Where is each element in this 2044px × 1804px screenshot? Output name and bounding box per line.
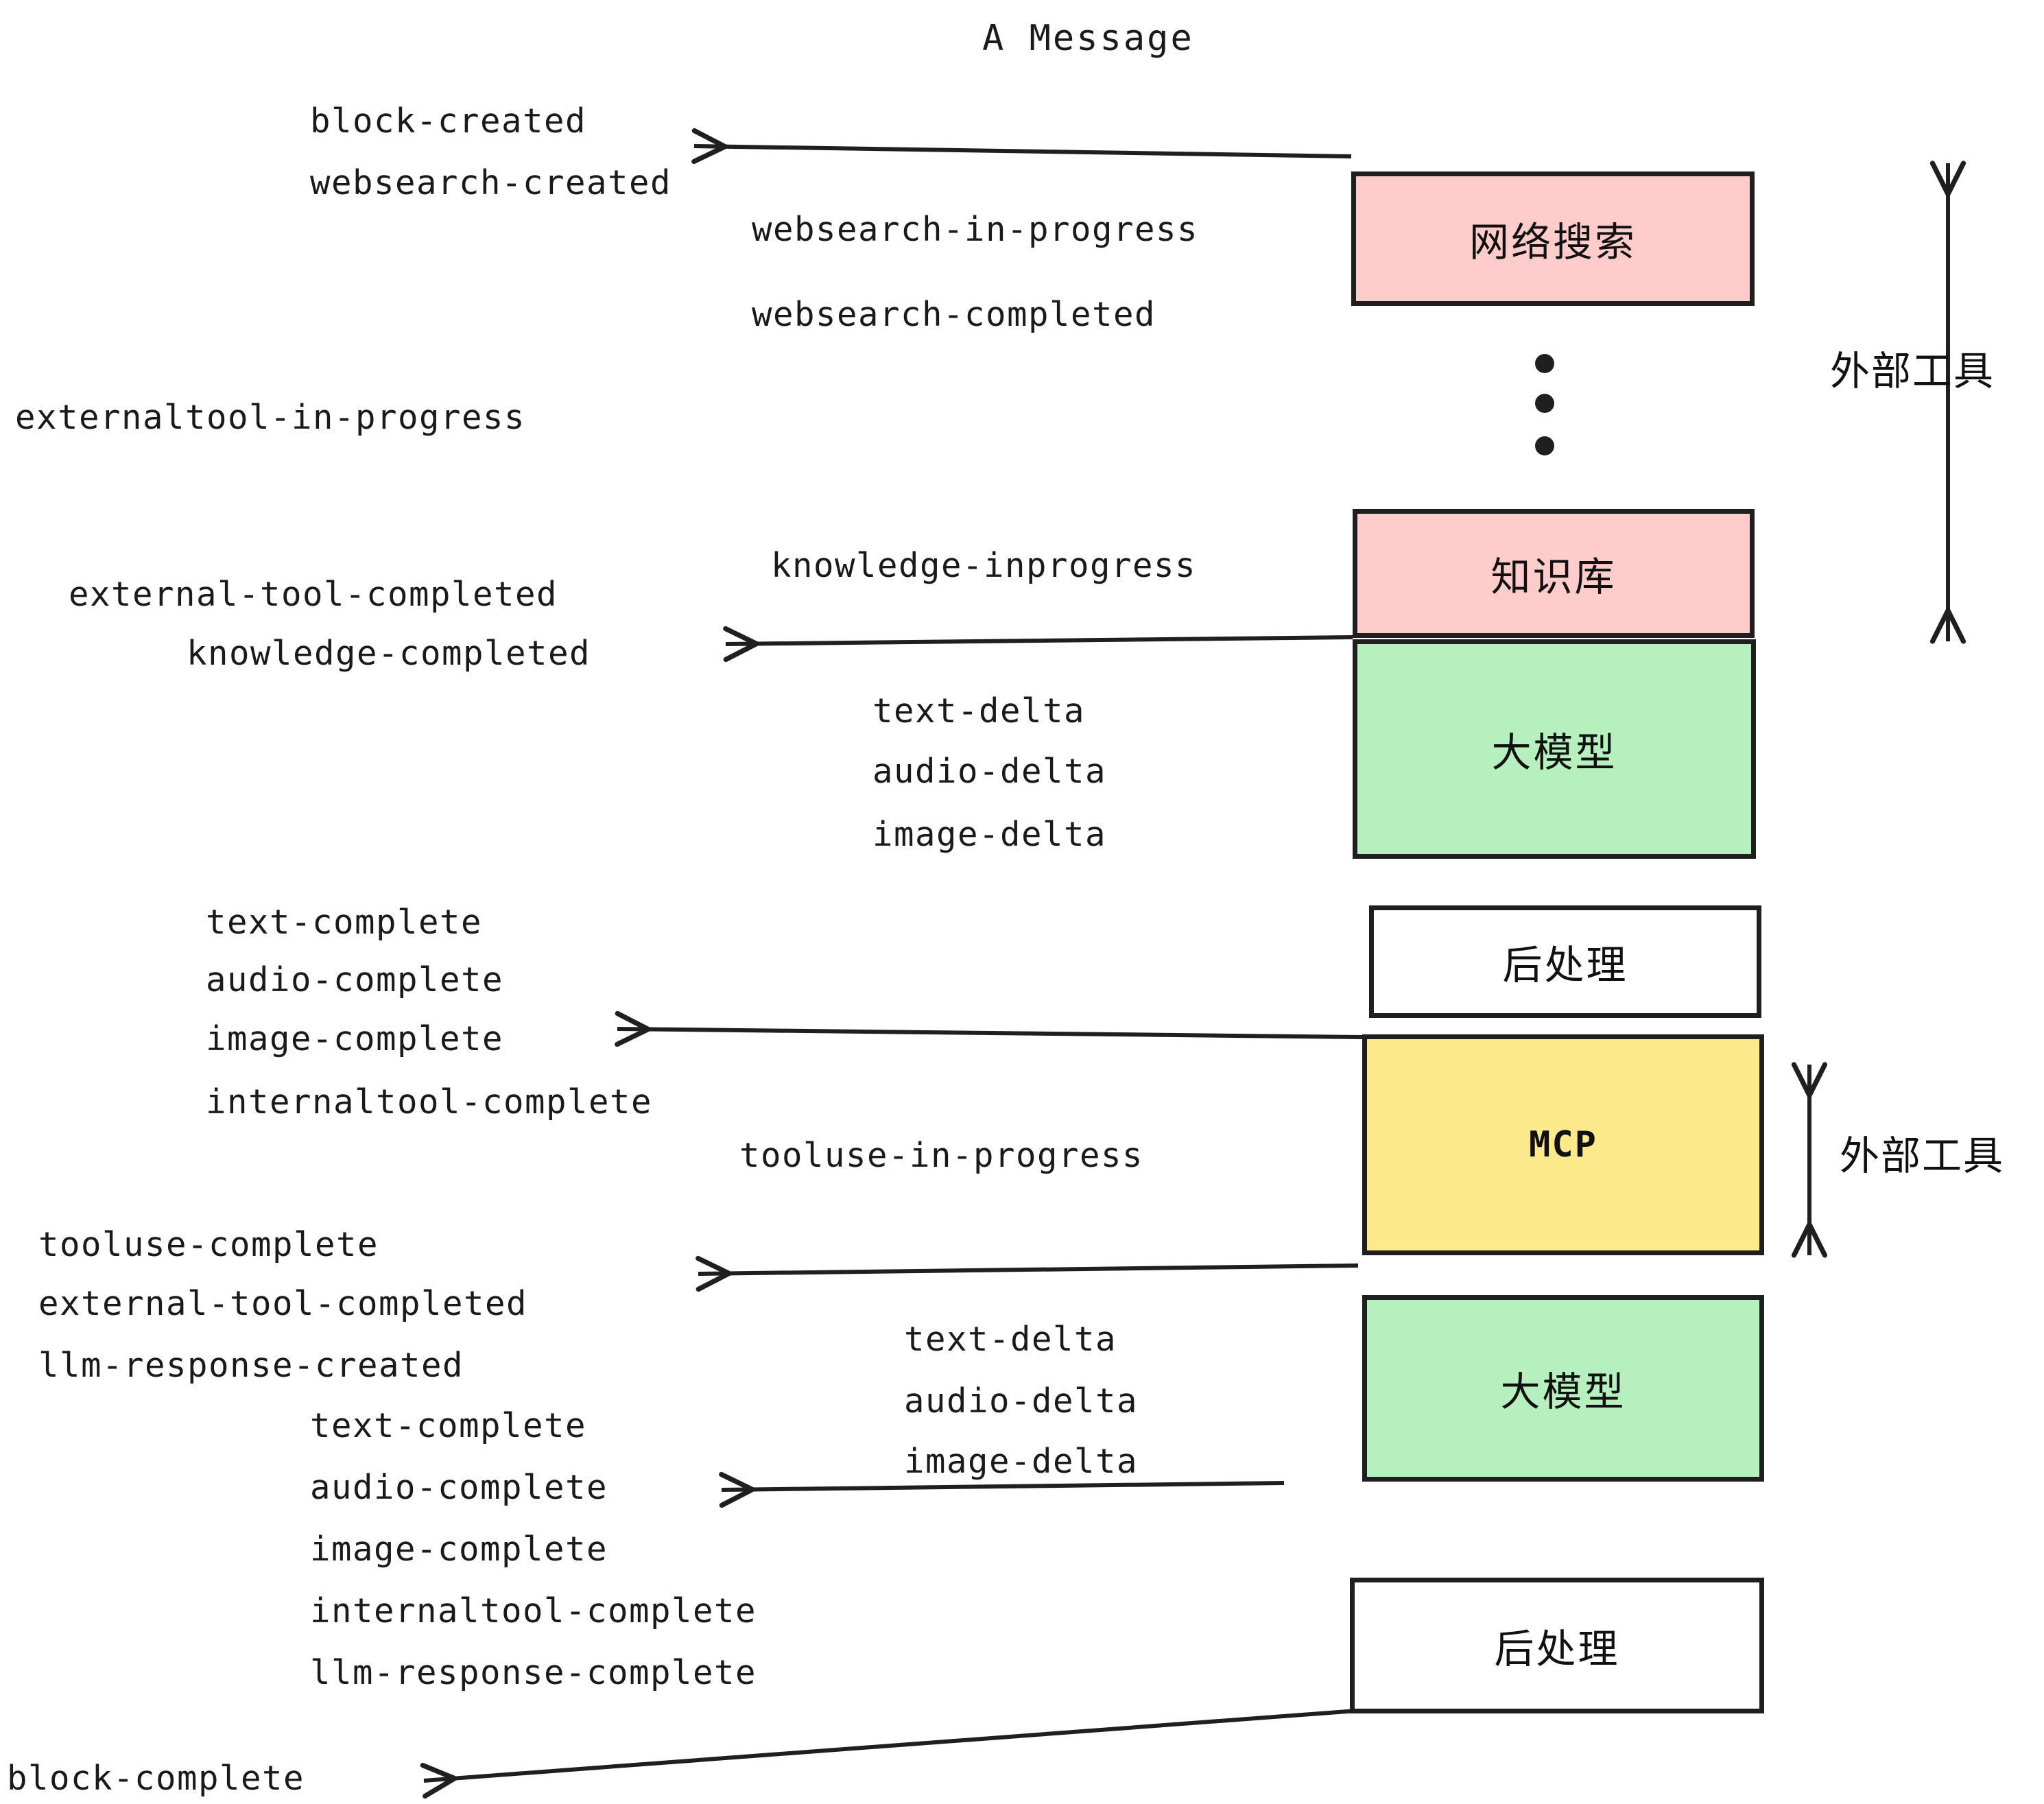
event-audio-complete-2: audio-complete xyxy=(310,1468,608,1507)
event-llm-response-created: llm-response-created xyxy=(38,1346,464,1385)
event-audio-delta-1: audio-delta xyxy=(872,752,1107,791)
node-postprocess-1-label: 后处理 xyxy=(1502,942,1628,988)
node-llm-2-label: 大模型 xyxy=(1500,1368,1626,1415)
event-websearch-created: websearch-created xyxy=(310,163,672,202)
node-mcp-label: MCP xyxy=(1529,1124,1597,1165)
group-label-external-tools-top: 外部工具 xyxy=(1830,348,1995,394)
event-llm-response-complete: llm-response-complete xyxy=(310,1653,757,1692)
event-knowledge-completed: knowledge-completed xyxy=(187,634,591,673)
event-tooluse-in-progress: tooluse-in-progress xyxy=(739,1136,1144,1175)
event-internaltool-complete-1: internaltool-complete xyxy=(206,1082,653,1121)
arrow-mcp-to-image-complete xyxy=(615,1010,1363,1047)
ellipsis-dot-3 xyxy=(1535,436,1554,455)
event-block-created: block-created xyxy=(310,102,587,141)
event-image-delta-2: image-delta xyxy=(904,1442,1139,1481)
event-audio-complete-1: audio-complete xyxy=(206,960,504,999)
node-knowledge[interactable]: 知识库 xyxy=(1353,509,1755,638)
event-text-complete-2: text-complete xyxy=(310,1406,587,1445)
event-tooluse-complete: tooluse-complete xyxy=(38,1225,379,1264)
event-image-delta-1: image-delta xyxy=(872,815,1107,854)
arrow-mcp-to-tooluse-complete xyxy=(696,1255,1359,1292)
event-text-complete-1: text-complete xyxy=(206,903,483,942)
event-audio-delta-2: audio-delta xyxy=(904,1381,1139,1421)
arrow-websearch-to-created xyxy=(691,128,1352,165)
arrow-postprocess-to-block-complete xyxy=(420,1709,1357,1799)
node-llm-1-label: 大模型 xyxy=(1491,729,1617,776)
node-mcp[interactable]: MCP xyxy=(1362,1034,1764,1255)
arrow-knowledge-to-completed xyxy=(723,626,1353,663)
node-websearch[interactable]: 网络搜索 xyxy=(1351,171,1755,306)
event-externaltool-in-progress: externaltool-in-progress xyxy=(15,398,526,437)
ellipsis-dot-2 xyxy=(1535,394,1554,413)
node-postprocess-1[interactable]: 后处理 xyxy=(1369,905,1761,1018)
ellipsis-dot-1 xyxy=(1535,354,1554,373)
arrow-llm2-to-audio-complete xyxy=(719,1471,1285,1508)
event-external-tool-completed-1: external-tool-completed xyxy=(69,575,558,614)
group-label-external-tools-bottom: 外部工具 xyxy=(1840,1132,2005,1179)
node-knowledge-label: 知识库 xyxy=(1490,554,1617,600)
event-text-delta-1: text-delta xyxy=(872,691,1086,731)
node-postprocess-2[interactable]: 后处理 xyxy=(1350,1578,1764,1713)
event-websearch-in-progress: websearch-in-progress xyxy=(752,210,1199,249)
node-llm-2[interactable]: 大模型 xyxy=(1362,1295,1764,1482)
diagram-title: A Message xyxy=(982,18,1194,59)
event-internaltool-complete-2: internaltool-complete xyxy=(310,1591,757,1630)
event-image-complete-2: image-complete xyxy=(310,1530,608,1569)
event-image-complete-1: image-complete xyxy=(206,1019,504,1058)
event-external-tool-completed-2: external-tool-completed xyxy=(38,1284,528,1323)
event-block-complete: block-complete xyxy=(7,1759,305,1798)
node-llm-1[interactable]: 大模型 xyxy=(1353,639,1756,859)
event-knowledge-inprogress: knowledge-inprogress xyxy=(771,546,1197,585)
node-postprocess-2-label: 后处理 xyxy=(1494,1626,1620,1672)
event-websearch-completed: websearch-completed xyxy=(752,295,1156,334)
event-text-delta-2: text-delta xyxy=(904,1320,1117,1359)
node-websearch-label: 网络搜索 xyxy=(1469,219,1637,265)
